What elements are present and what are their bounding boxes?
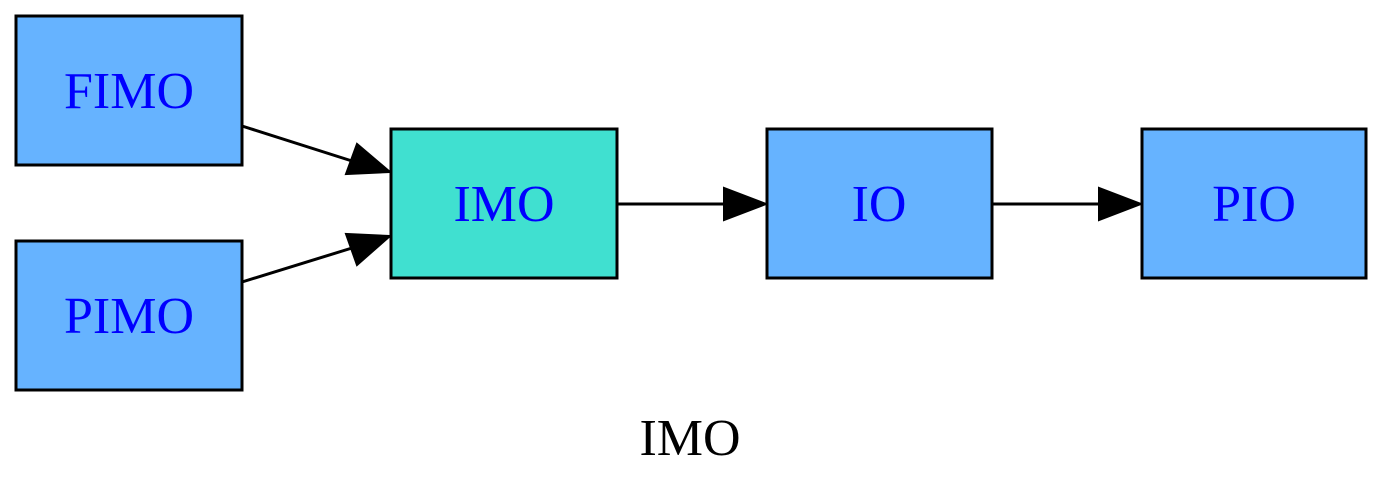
node-imo[interactable]: IMO bbox=[389, 127, 619, 280]
edge-imo-to-io bbox=[617, 186, 769, 222]
diagram-caption: IMO bbox=[639, 410, 740, 467]
node-imo-box bbox=[389, 127, 619, 280]
edge-io-to-pio bbox=[992, 186, 1144, 222]
edge-fimo-to-imo bbox=[241, 124, 393, 176]
node-pimo-box bbox=[14, 239, 244, 392]
node-io[interactable]: IO bbox=[765, 127, 994, 280]
node-pio[interactable]: PIO bbox=[1140, 127, 1368, 280]
node-fimo-label: FIMO bbox=[64, 63, 194, 120]
edge-pimo-to-imo bbox=[241, 232, 393, 284]
node-pio-label: PIO bbox=[1212, 176, 1296, 233]
node-pio-box bbox=[1140, 127, 1368, 280]
node-pimo[interactable]: PIMO bbox=[14, 239, 244, 392]
node-pimo-label: PIMO bbox=[64, 288, 194, 345]
node-io-box bbox=[765, 127, 994, 280]
node-fimo-box bbox=[14, 14, 244, 167]
node-fimo[interactable]: FIMO bbox=[14, 14, 244, 167]
node-imo-label: IMO bbox=[453, 176, 554, 233]
node-io-label: IO bbox=[852, 176, 907, 233]
